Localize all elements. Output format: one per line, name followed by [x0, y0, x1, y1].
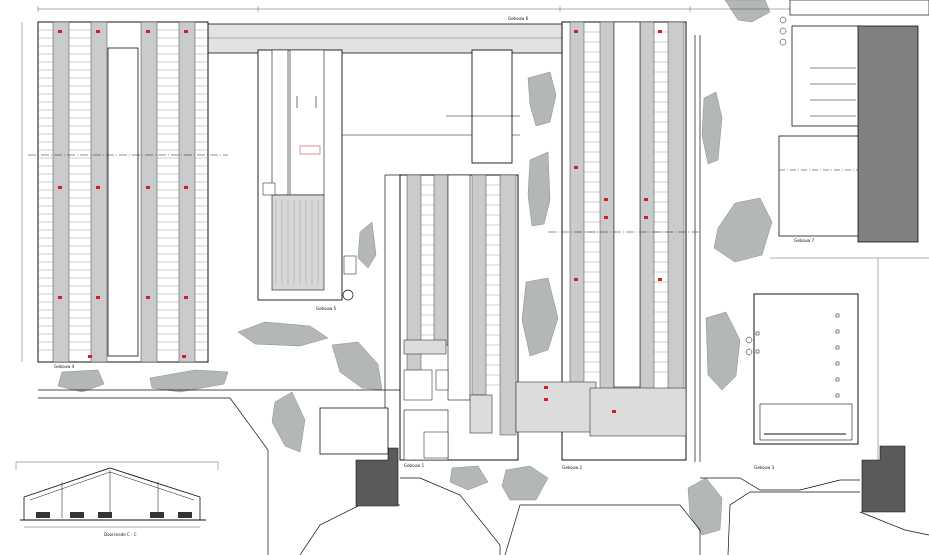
- right-bottom-building: Gebouw 3: [745, 258, 879, 470]
- left-building: Gebouw 4: [21, 21, 228, 369]
- right-center-building: Gebouw 2: [515, 21, 700, 470]
- site-boundary-lines: [38, 35, 929, 555]
- cross-section-label: Doorsnede C - C: [104, 532, 137, 537]
- center-building: Gebouw 1: [399, 174, 519, 468]
- vegetation-patches: [57, 0, 773, 536]
- storage-block: [446, 49, 520, 164]
- annex-block: [319, 407, 389, 455]
- hatched-blocks: [355, 445, 906, 513]
- mid-building-label: Gebouw 5: [316, 306, 337, 311]
- mid-building: Gebouw 5: [257, 49, 520, 311]
- right-bottom-building-label: Gebouw 3: [754, 465, 775, 470]
- center-building-label: Gebouw 1: [404, 463, 425, 468]
- top-building-label: Gebouw 6: [508, 16, 529, 21]
- left-building-label: Gebouw 4: [54, 364, 75, 369]
- cross-section: Doorsnede C - C: [15, 461, 219, 537]
- right-center-building-label: Gebouw 2: [562, 465, 583, 470]
- right-top-building-label: Gebouw 7: [794, 238, 815, 243]
- top-corridor: Gebouw 6: [204, 16, 566, 54]
- right-top-building: Gebouw 7: [770, 0, 929, 259]
